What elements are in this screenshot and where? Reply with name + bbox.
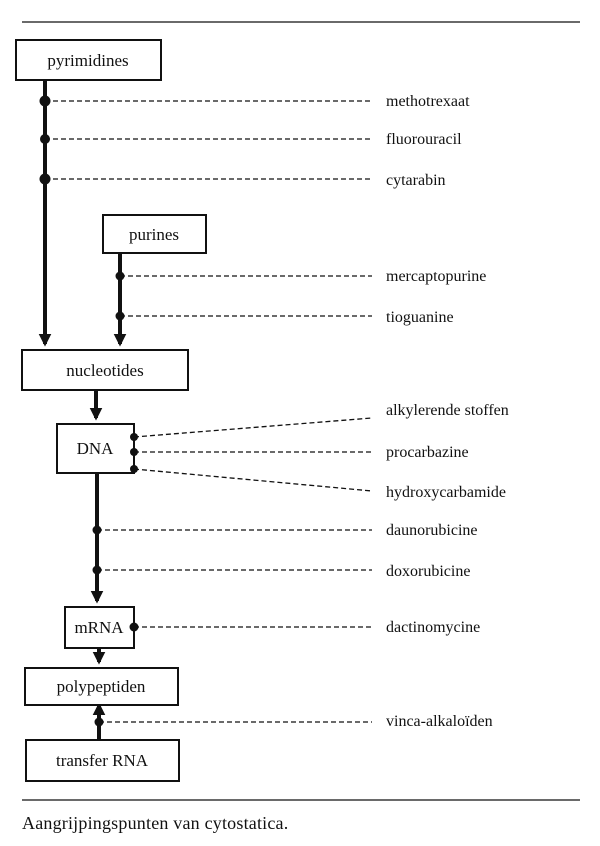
figure-caption: Aangrijpingspunten van cytostatica. — [22, 813, 289, 833]
node-methotrexaat — [39, 95, 51, 107]
dash-hydroxycarbamide — [133, 468, 373, 492]
dash-alkylerende-stoffen — [133, 417, 373, 438]
box-mrna: mRNA — [64, 606, 135, 649]
box-polypeptiden-label: polypeptiden — [57, 677, 146, 696]
box-nucleotides-label: nucleotides — [66, 361, 143, 380]
box-pyrimidines-label: pyrimidines — [47, 51, 128, 70]
node-mercaptopurine — [115, 271, 125, 281]
node-alkylerende-stoffen — [130, 433, 138, 441]
label-alkylerende-stoffen: alkylerende stoffen — [386, 402, 509, 419]
node-dactinomycine — [129, 622, 139, 632]
label-methotrexaat: methotrexaat — [386, 93, 470, 110]
label-daunorubicine: daunorubicine — [386, 522, 478, 539]
node-daunorubicine — [92, 525, 102, 535]
label-hydroxycarbamide: hydroxycarbamide — [386, 484, 506, 501]
label-fluorouracil: fluorouracil — [386, 131, 462, 148]
label-doxorubicine: doxorubicine — [386, 563, 470, 580]
box-transfer-rna-label: transfer RNA — [56, 751, 149, 770]
node-fluorouracil — [40, 134, 50, 144]
box-purines-label: purines — [129, 225, 179, 244]
box-polypeptiden: polypeptiden — [24, 667, 179, 706]
box-pyrimidines: pyrimidines — [15, 39, 162, 81]
label-vinca-alkaloiden: vinca-alkaloïden — [386, 713, 493, 730]
box-nucleotides: nucleotides — [21, 349, 189, 391]
label-procarbazine: procarbazine — [386, 444, 469, 461]
node-tioguanine — [115, 311, 125, 321]
label-mercaptopurine: mercaptopurine — [386, 268, 486, 285]
box-purines: purines — [102, 214, 207, 254]
box-dna-label: DNA — [77, 439, 115, 458]
box-dna: DNA — [56, 423, 135, 474]
label-dactinomycine: dactinomycine — [386, 619, 480, 636]
label-tioguanine: tioguanine — [386, 309, 454, 326]
box-mrna-label: mRNA — [74, 618, 124, 637]
node-hydroxycarbamide — [130, 465, 138, 473]
node-vinca-alkaloiden — [94, 717, 104, 727]
node-procarbazine — [130, 448, 138, 456]
label-cytarabin: cytarabin — [386, 172, 446, 189]
node-doxorubicine — [92, 565, 102, 575]
node-cytarabin — [39, 173, 51, 185]
box-transfer-rna: transfer RNA — [25, 739, 180, 782]
